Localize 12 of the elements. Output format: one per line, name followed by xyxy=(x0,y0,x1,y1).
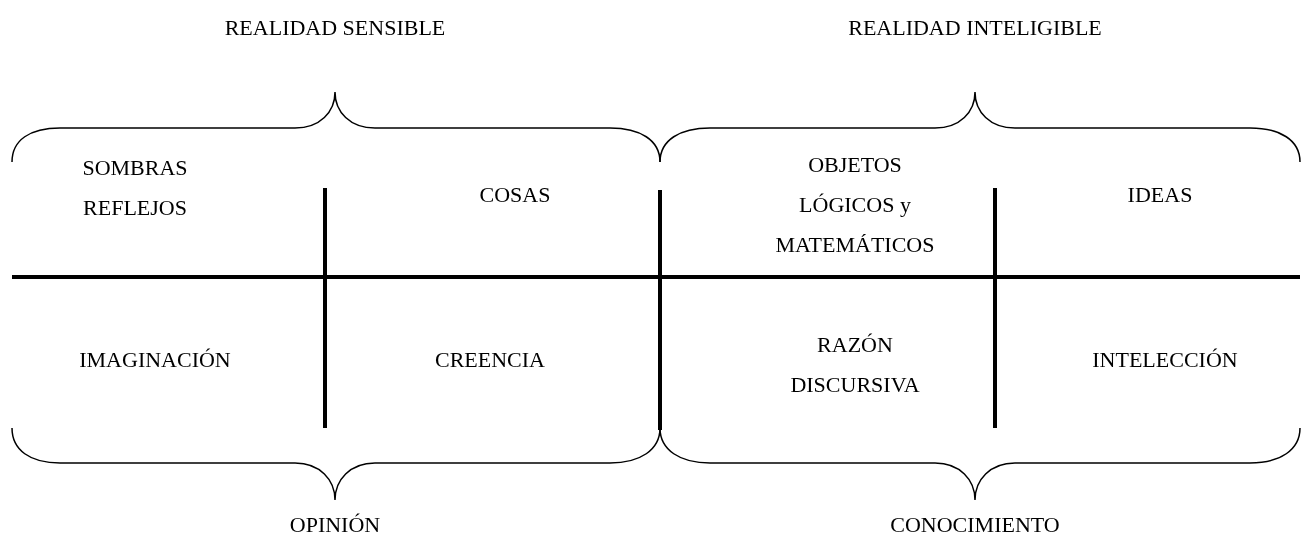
cell-label: IMAGINACIÓN xyxy=(78,346,232,374)
cell-label: OBJETOS LÓGICOS y MATEMÁTICOS xyxy=(775,151,935,259)
section-heading: OPINIÓN xyxy=(288,511,382,539)
cell-label: SOMBRAS REFLEJOS xyxy=(81,154,189,222)
cell-label: COSAS xyxy=(478,181,552,209)
section-heading: REALIDAD INTELIGIBLE xyxy=(847,14,1103,42)
section-heading: CONOCIMIENTO xyxy=(889,511,1061,539)
cell-label: IDEAS xyxy=(1126,181,1194,209)
cell-label: CREENCIA xyxy=(434,346,546,374)
cell-label: RAZÓN DISCURSIVA xyxy=(789,331,921,399)
section-heading: REALIDAD SENSIBLE xyxy=(223,14,447,42)
cell-label: INTELECCIÓN xyxy=(1091,346,1239,374)
